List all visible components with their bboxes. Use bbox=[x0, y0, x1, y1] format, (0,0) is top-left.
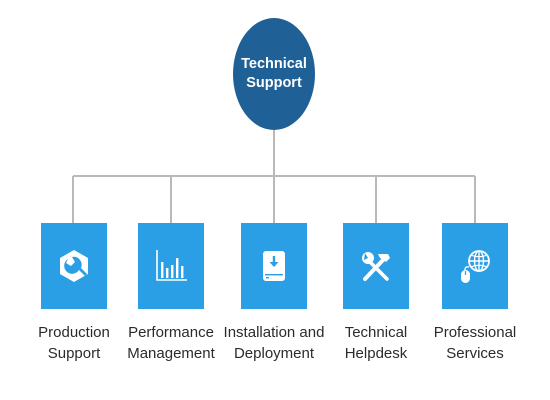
tile-production-support bbox=[41, 223, 107, 309]
node-label-5-line1: Professional bbox=[433, 324, 517, 341]
root-node-technical-support: Technical Support bbox=[233, 18, 315, 130]
node-label-4-line2: Helpdesk bbox=[344, 345, 408, 362]
node-label-2: Performance Management bbox=[117, 322, 225, 364]
node-label-4-line1: Technical bbox=[344, 324, 408, 341]
root-node-label-line2: Support bbox=[246, 75, 302, 91]
node-label-1-line1: Production bbox=[38, 324, 110, 341]
tile-professional-services bbox=[442, 223, 508, 309]
root-node-label-line1: Technical bbox=[241, 56, 307, 72]
tile-performance-management bbox=[138, 223, 204, 309]
node-label-5: Professional Services bbox=[421, 322, 529, 364]
node-label-5-line2: Services bbox=[446, 345, 504, 362]
node-label-3-line2: Deployment bbox=[233, 345, 315, 362]
node-label-3: Installation and Deployment bbox=[220, 322, 328, 364]
node-label-4: Technical Helpdesk bbox=[322, 322, 430, 364]
node-label-1-line2: Support bbox=[47, 345, 101, 362]
hammer-wrench-icon bbox=[362, 252, 390, 281]
download-drive-icon bbox=[263, 251, 285, 281]
tile-technical-helpdesk bbox=[343, 223, 409, 309]
hexagon-wrench-icon bbox=[60, 250, 88, 282]
bar-chart-icon bbox=[156, 250, 187, 281]
node-label-3-line1: Installation and bbox=[223, 324, 325, 341]
node-label-1: Production Support bbox=[20, 322, 128, 364]
node-label-2-line1: Performance bbox=[128, 324, 214, 341]
node-label-2-line2: Management bbox=[127, 345, 215, 362]
globe-mouse-icon bbox=[461, 250, 490, 283]
tile-installation-deployment bbox=[241, 223, 307, 309]
